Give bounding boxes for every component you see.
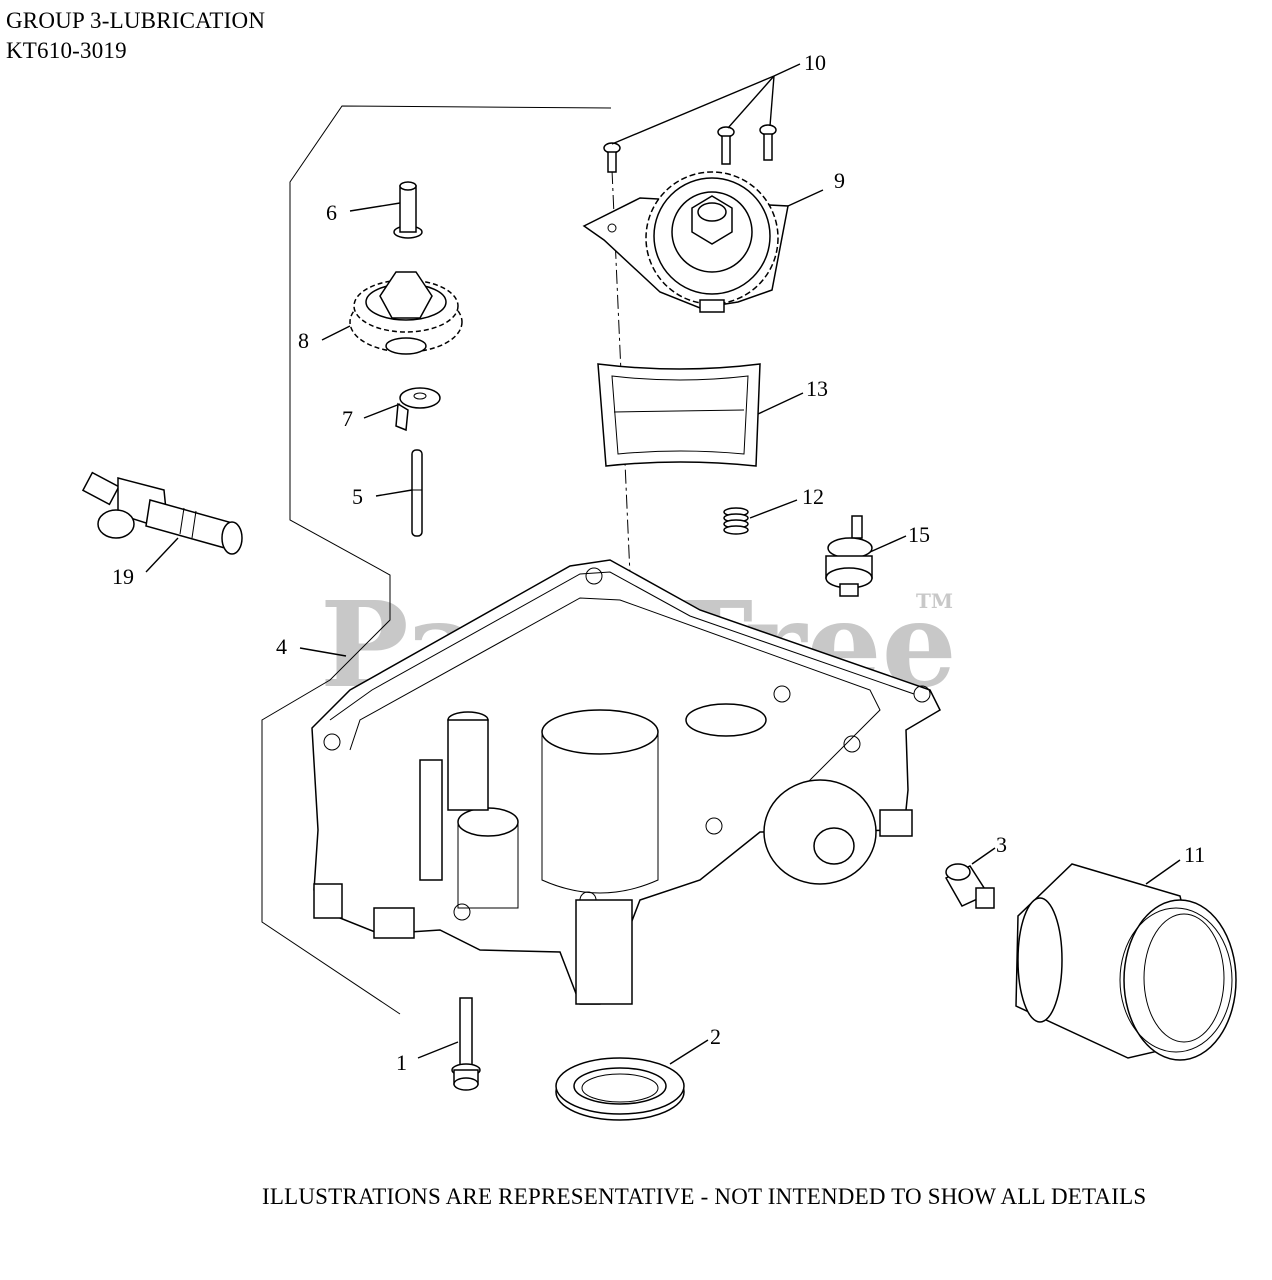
callout-19: 19 [112,564,134,589]
part-12-spring [723,507,749,535]
disclaimer-note: ILLUSTRATIONS ARE REPRESENTATIVE - NOT I… [262,1184,1147,1209]
callout-8: 8 [298,328,309,353]
model-number: KT610-3019 [6,38,127,63]
part-5-pin [411,449,423,537]
part-19-fitting [81,471,243,555]
part-6-shaft [393,181,423,239]
callout-13: 13 [806,376,828,401]
callout-11: 11 [1184,842,1205,867]
part-9-oil-pump [582,171,789,313]
callout-numbers: 1 2 3 4 5 6 7 8 9 10 11 12 13 15 19 [112,50,1205,1075]
callout-12: 12 [802,484,824,509]
callout-10: 10 [804,50,826,75]
part-7-washer [395,387,441,432]
part-2-oil-seal [555,1057,685,1121]
callout-5: 5 [352,484,363,509]
part-13-screen [597,363,761,467]
part-15-oil-pressure-switch [825,515,873,597]
callout-3: 3 [996,832,1007,857]
callout-2: 2 [710,1024,721,1049]
callout-1: 1 [396,1050,407,1075]
callout-6: 6 [326,200,337,225]
leader-lines [145,63,1181,1065]
part-4-oil-pan [311,559,941,1005]
part-1-bolt [451,997,481,1091]
diagram-title: GROUP 3-LUBRICATION [6,8,266,33]
group-bracket [261,105,612,1015]
callout-9: 9 [834,168,845,193]
part-11-oil-filter [1015,863,1237,1061]
watermark-tm: TM [916,589,953,613]
part-8-governor-gear [349,271,463,355]
part-3-drain-plug [944,863,995,909]
callout-15: 15 [908,522,930,547]
callout-4: 4 [276,634,287,659]
part-10-screws [603,124,777,173]
callout-7: 7 [342,406,353,431]
